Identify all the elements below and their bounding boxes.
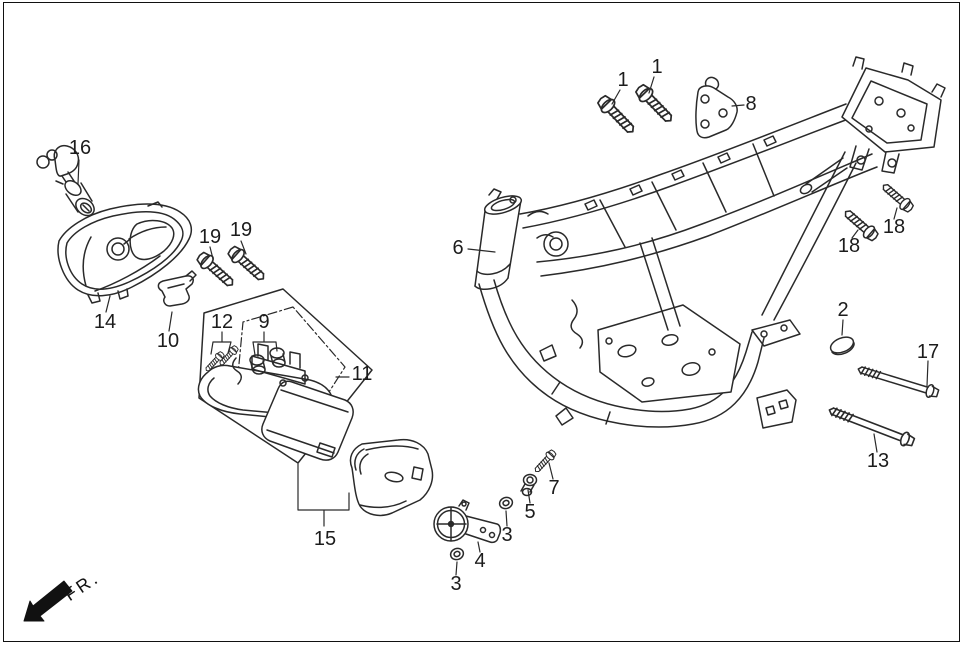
bracket-8 — [695, 76, 738, 139]
part-label-13: 13 — [866, 450, 890, 472]
part-label-10: 10 — [156, 330, 180, 352]
bolt-19-left — [193, 248, 239, 292]
part-label-9: 9 — [258, 311, 270, 333]
part-label-15: 15 — [313, 528, 337, 550]
part-label-7: 7 — [548, 477, 560, 499]
bolt-13 — [826, 402, 917, 450]
bolt-7 — [531, 447, 559, 476]
part-label-8: 8 — [745, 93, 757, 115]
horn-4 — [433, 499, 502, 544]
frame-clips — [527, 135, 777, 257]
fr-direction-arrow — [23, 580, 73, 622]
frame-wiring — [570, 299, 584, 349]
part-label-12: 12 — [210, 311, 234, 333]
key-and-lock-16 — [36, 144, 95, 217]
grommet-2 — [829, 336, 855, 356]
frame-head-tube — [474, 188, 523, 291]
part-label-5: 5 — [524, 501, 536, 523]
bolt-1-right — [632, 81, 678, 128]
part-label-17: 17 — [916, 341, 940, 363]
battery-cover-15 — [349, 438, 434, 517]
part-label-18a: 18 — [837, 235, 861, 257]
part-label-4: 4 — [474, 550, 486, 572]
part-label-11: 11 — [351, 363, 373, 385]
part-label-16: 16 — [68, 137, 92, 159]
part-label-2: 2 — [837, 299, 849, 321]
frame-seat-rails — [519, 103, 878, 277]
frame-gusset-plate — [597, 304, 741, 403]
frame-illustration — [474, 56, 946, 429]
side-cover-14 — [57, 201, 192, 304]
part-label-3a: 3 — [501, 524, 513, 546]
part-label-6: 6 — [452, 237, 464, 259]
part-label-1a: 1 — [617, 69, 629, 91]
part-label-1b: 1 — [651, 56, 663, 78]
washer-3-upper — [497, 494, 515, 512]
part-label-19a: 19 — [198, 226, 222, 248]
terminal-bolts-9 — [249, 347, 286, 375]
bolt-1-left — [594, 92, 640, 139]
part-label-3b: 3 — [450, 573, 462, 595]
bolt-18-right — [878, 179, 917, 215]
part-label-18b: 18 — [882, 216, 906, 238]
collar-5 — [520, 473, 538, 497]
part-label-14: 14 — [93, 311, 117, 333]
frame-rear-plate — [799, 56, 946, 195]
washer-3-lower — [448, 545, 466, 563]
leader-lines — [77, 76, 929, 576]
part-label-19b: 19 — [229, 219, 253, 241]
clip-10 — [157, 270, 197, 307]
frame-rear-tubes — [639, 151, 857, 429]
